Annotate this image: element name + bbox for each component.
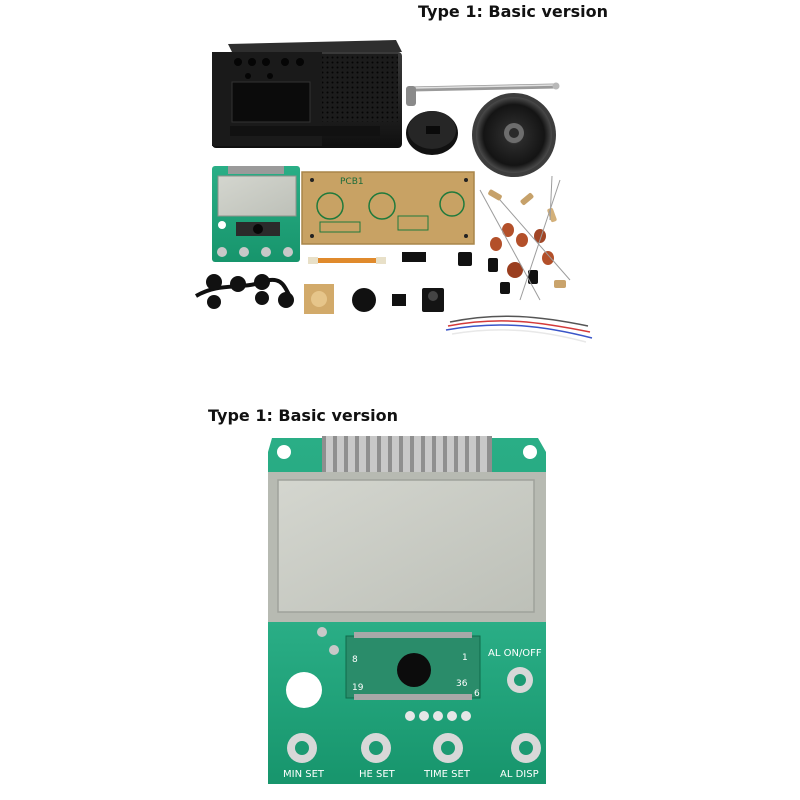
- button-pads-bottom: [287, 733, 541, 763]
- lcd-module-closeup: 8 1 19 36 6 AL ON/OFF MIN SET: [268, 436, 546, 784]
- al-disp-label: AL DISP: [500, 769, 539, 780]
- al-on-off-button-pad: [507, 667, 533, 693]
- pin-label-36: 36: [456, 679, 468, 689]
- tuning-dial: [406, 111, 458, 155]
- pin-label-19: 19: [352, 683, 364, 693]
- lcd-module-small: [212, 166, 300, 262]
- component-pile: [445, 175, 593, 343]
- telescopic-antenna: [406, 82, 560, 106]
- main-pcb: PCB1: [301, 171, 475, 245]
- pin-label-1: 1: [462, 653, 468, 663]
- pin-label-8: 8: [352, 655, 358, 665]
- small-parts: [304, 252, 472, 314]
- pcb-label: PCB1: [340, 177, 364, 187]
- pin-label-6: 6: [474, 689, 480, 699]
- caption-top: Type 1: Basic version: [418, 2, 609, 21]
- time-set-label: TIME SET: [423, 769, 471, 780]
- al-on-off-label: AL ON/OFF: [488, 648, 542, 659]
- rubber-buttons: [194, 274, 294, 309]
- chip-pads: [354, 632, 472, 700]
- speaker: [472, 93, 556, 177]
- min-set-label: MIN SET: [283, 769, 325, 780]
- radio-case: [212, 40, 402, 148]
- caption-bottom: Type 1: Basic version: [208, 406, 399, 425]
- he-set-label: HE SET: [359, 769, 396, 780]
- lcd-connector-pins: [322, 436, 492, 474]
